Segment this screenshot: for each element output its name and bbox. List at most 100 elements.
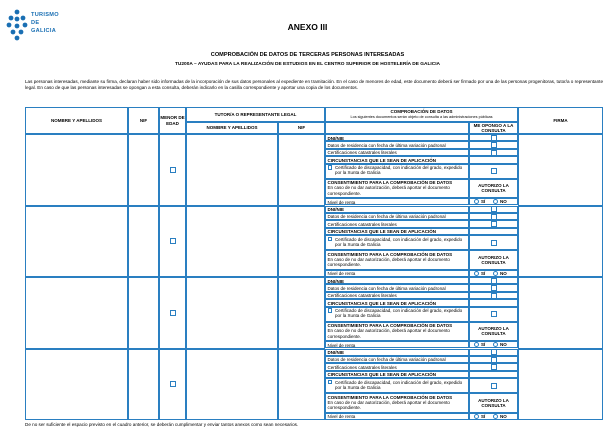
oppose-disability-cell [469, 306, 518, 322]
oppose-residence-checkbox[interactable] [490, 142, 497, 149]
tutor-name-cell[interactable] [186, 205, 278, 277]
consent-title: CONSENTIMIENTO PARA LA COMPROBACIÓN DE D… [327, 251, 453, 257]
disability-label: Certificado de discapacidad, con indicac… [325, 306, 469, 322]
tutor-nif-cell[interactable] [278, 348, 325, 420]
consent-title: CONSENTIMIENTO PARA LA COMPROBACIÓN DE D… [327, 323, 453, 329]
oppose-disability-checkbox[interactable] [490, 382, 497, 389]
income-no-label: NO [500, 413, 507, 419]
disability-checkbox[interactable] [327, 379, 332, 385]
galicia-emblem-icon [6, 9, 28, 41]
consent-cell: CONSENTIMIENTO PARA LA COMPROBACIÓN DE D… [325, 393, 469, 413]
person-name-cell[interactable] [25, 205, 128, 277]
income-yes-radio[interactable] [474, 270, 479, 276]
disability-label: Certificado de discapacidad, con indicac… [325, 378, 469, 394]
residence-label: Datos de residencia con fecha de última … [325, 212, 469, 221]
minor-checkbox[interactable] [170, 381, 176, 388]
income-yes-radio[interactable] [474, 342, 479, 348]
tutor-name-cell[interactable] [186, 348, 278, 420]
oppose-dni-checkbox[interactable] [490, 277, 497, 284]
tutor-nif-cell[interactable] [278, 205, 325, 277]
oppose-dni-checkbox[interactable] [490, 134, 497, 141]
header-data-check-subtitle: Los siguientes documentos serán objeto d… [350, 114, 493, 119]
disability-label: Certificado de discapacidad, con indicac… [325, 235, 469, 251]
oppose-residence-checkbox[interactable] [490, 285, 497, 292]
person-name-cell[interactable] [25, 134, 128, 206]
residence-label: Datos de residencia con fecha de última … [325, 141, 469, 149]
dni-label: DNI/NIE [325, 205, 469, 213]
income-no-radio[interactable] [493, 270, 498, 276]
tutor-name-cell[interactable] [186, 134, 278, 206]
oppose-residence-cell [469, 212, 518, 221]
authorize-label: AUTORIZO LA CONSULTA [469, 250, 518, 270]
consent-title: CONSENTIMIENTO PARA LA COMPROBACIÓN DE D… [327, 394, 453, 400]
income-level-label: Nivel de renta [325, 269, 469, 277]
oppose-cadastral-checkbox[interactable] [490, 149, 497, 156]
oppose-residence-checkbox[interactable] [490, 356, 497, 363]
signature-cell[interactable] [518, 205, 603, 277]
income-no-radio[interactable] [493, 413, 498, 419]
oppose-cadastral-checkbox[interactable] [490, 364, 497, 371]
income-yes-radio[interactable] [474, 199, 479, 205]
person-nif-cell[interactable] [128, 277, 159, 349]
signature-cell[interactable] [518, 348, 603, 420]
consent-cell: CONSENTIMIENTO PARA LA COMPROBACIÓN DE D… [325, 178, 469, 199]
tutor-nif-cell[interactable] [278, 134, 325, 206]
oppose-residence-cell [469, 284, 518, 292]
document-title: COMPROBACIÓN DE DATOS DE TERCERAS PERSON… [210, 52, 405, 58]
oppose-dni-checkbox[interactable] [490, 206, 497, 213]
oppose-cadastral-cell [469, 148, 518, 157]
tutor-name-cell[interactable] [186, 277, 278, 349]
oppose-circumstances-cell [469, 370, 518, 379]
person-minor-cell [159, 134, 186, 206]
signature-cell[interactable] [518, 134, 603, 206]
authorize-label: AUTORIZO LA CONSULTA [469, 178, 518, 199]
oppose-dni-cell [469, 348, 518, 356]
oppose-disability-cell [469, 378, 518, 394]
logo-text: TURISMO DE GALICIA [31, 12, 59, 34]
oppose-cadastral-checkbox[interactable] [490, 221, 497, 228]
residence-label: Datos de residencia con fecha de última … [325, 355, 469, 364]
consent-text: En caso de no dar autorización, deberá a… [327, 399, 450, 411]
oppose-residence-cell [469, 141, 518, 149]
header-tutor-name: NOMBRE Y APELLIDOS [186, 122, 278, 134]
oppose-disability-checkbox[interactable] [490, 168, 497, 175]
oppose-disability-checkbox[interactable] [490, 239, 497, 246]
oppose-dni-checkbox[interactable] [490, 349, 497, 356]
circumstances-label: CIRCUNSTANCIAS QUE LE SEAN DE APLICACIÓN [325, 156, 469, 164]
person-name-cell[interactable] [25, 348, 128, 420]
footer-note: De no ser suficiente el espacio previsto… [25, 422, 299, 427]
disability-checkbox[interactable] [327, 165, 332, 170]
income-no-label: NO [500, 199, 507, 205]
income-no-label: NO [500, 342, 507, 348]
oppose-cadastral-cell [469, 363, 518, 371]
tutor-nif-cell[interactable] [278, 277, 325, 349]
minor-checkbox[interactable] [170, 166, 176, 173]
person-nif-cell[interactable] [128, 348, 159, 420]
cadastral-label: Certificaciones catastrales literales [325, 363, 469, 371]
oppose-disability-checkbox[interactable] [490, 311, 497, 318]
disability-checkbox[interactable] [327, 236, 332, 242]
person-nif-cell[interactable] [128, 134, 159, 206]
income-yes-radio[interactable] [474, 413, 479, 419]
header-nif: NIF [128, 107, 159, 134]
person-nif-cell[interactable] [128, 205, 159, 277]
document-subtitle: TU200A – AYUDAS PARA LA REALIZACIÓN DE E… [174, 62, 440, 67]
minor-checkbox[interactable] [170, 309, 176, 316]
income-level-label: Nivel de renta [325, 341, 469, 349]
oppose-residence-checkbox[interactable] [490, 213, 497, 220]
minor-checkbox[interactable] [170, 238, 176, 245]
disability-text: Certificado de discapacidad, con indicac… [335, 165, 463, 176]
disability-checkbox[interactable] [327, 308, 332, 313]
person-minor-cell [159, 348, 186, 420]
income-yes-label: SÍ [481, 270, 486, 276]
oppose-dni-cell [469, 205, 518, 213]
signature-cell[interactable] [518, 277, 603, 349]
oppose-cadastral-checkbox[interactable] [490, 292, 497, 299]
dni-label: DNI/NIE [325, 348, 469, 356]
oppose-disability-cell [469, 235, 518, 251]
income-no-radio[interactable] [493, 199, 498, 205]
income-no-radio[interactable] [493, 342, 498, 348]
oppose-cadastral-cell [469, 220, 518, 228]
person-name-cell[interactable] [25, 277, 128, 349]
